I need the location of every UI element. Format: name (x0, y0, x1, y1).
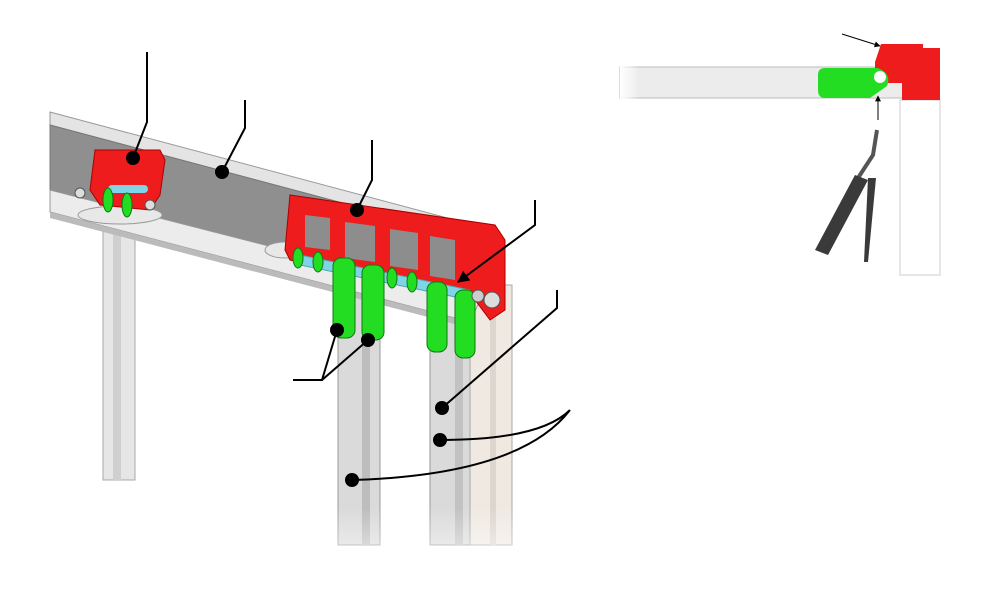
small-hinge-bracket (74, 149, 166, 225)
large-hinge-bracket (264, 194, 506, 359)
detail-view (619, 33, 942, 280)
detail-red-bracket (875, 44, 940, 100)
detail-green-plate (818, 68, 889, 98)
callout-dots (126, 151, 449, 487)
grease-gun-icon (815, 129, 879, 262)
main-view (0, 0, 571, 597)
grease-fitting (874, 71, 886, 83)
callout-leaders (132, 52, 571, 481)
